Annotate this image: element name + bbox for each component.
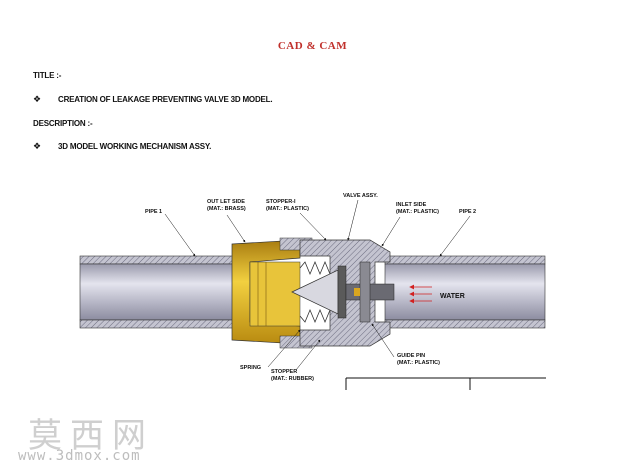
guide-pin [345, 261, 395, 323]
stopper-1-material-label: (MAT.: PLASTIC) [266, 206, 309, 212]
valve-assy-label: VALVE ASSY. [343, 193, 378, 199]
outlet-material-label: (MAT.: BRASS) [207, 206, 246, 212]
title-text: CREATION OF LEAKAGE PREVENTING VALVE 3D … [58, 95, 273, 104]
water-label: WATER [440, 293, 465, 300]
stopper-1-label: STOPPER-I [266, 199, 296, 205]
pipe-2-label: PIPE 2 [459, 209, 476, 215]
watermark-url: www.3dmox.com [18, 448, 141, 464]
watermark-logo: 莫西网 [28, 416, 154, 456]
title-label: TITLE :- [33, 71, 62, 80]
description-bullet: ❖ [33, 141, 42, 151]
pipe-1-label: PIPE 1 [145, 209, 162, 215]
stopper-label: STOPPER [271, 369, 297, 375]
leader-lines [164, 199, 471, 371]
pipe-1 [79, 255, 251, 329]
guide-pin-label: GUIDE PIN [397, 353, 425, 359]
title-block-frame [345, 377, 546, 390]
page-header: CAD & CAM [277, 40, 348, 52]
description-label: DESCRIPTION :- [33, 119, 93, 128]
title-bullet: ❖ [33, 94, 42, 104]
inlet-material-label: (MAT.: PLASTIC) [396, 209, 439, 215]
stopper-material-label: (MAT.: RUBBER) [271, 376, 314, 382]
inlet-side-label: INLET SIDE [396, 202, 427, 208]
description-text: 3D MODEL WORKING MECHANISM ASSY. [58, 142, 212, 151]
guide-pin-material-label: (MAT.: PLASTIC) [397, 360, 440, 366]
water-flow-arrows [409, 284, 432, 304]
pipe-2 [384, 255, 546, 329]
spring [299, 260, 331, 324]
outlet-side-label: OUT LET SIDE [207, 199, 245, 205]
spring-label: SPRING [240, 365, 261, 371]
